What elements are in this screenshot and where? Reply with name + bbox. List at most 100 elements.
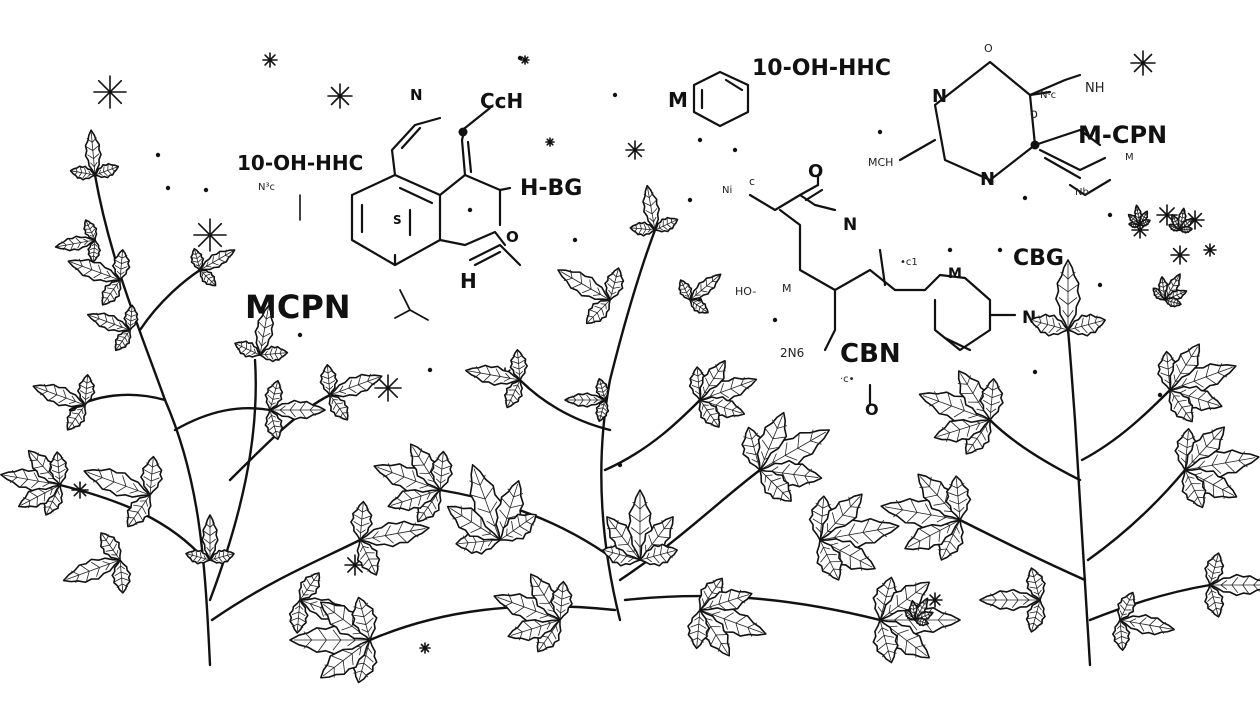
leaflet	[66, 404, 87, 431]
leaflet	[264, 409, 284, 441]
atom-label-n: N	[410, 86, 423, 104]
cannabis-leaf-icon	[493, 573, 573, 653]
atom-label-n: N	[932, 86, 947, 107]
leaflet	[1025, 567, 1046, 601]
atom-label-small: N³c	[258, 182, 275, 193]
leaflet	[67, 258, 121, 283]
leaflet	[979, 378, 1004, 421]
sparkle-star-icon	[419, 642, 431, 654]
leaflet	[604, 267, 625, 301]
atom-dot	[458, 127, 468, 137]
ink-dot	[1097, 282, 1103, 288]
molecule-left	[299, 106, 522, 321]
leaflet	[356, 539, 381, 576]
cannabis-leaf-icon	[629, 184, 679, 237]
cannabis-leaf-icon	[1204, 552, 1260, 618]
leaflet	[509, 349, 529, 381]
atom-dot	[1030, 140, 1040, 150]
ink-dot	[1107, 212, 1113, 218]
sparkle-star-icon	[1170, 245, 1190, 265]
leaflet	[1067, 313, 1106, 337]
sparkle-star-icon	[927, 592, 943, 608]
leaflet	[430, 450, 453, 491]
leaflet	[234, 340, 261, 358]
cannabis-leaf-icon	[872, 576, 961, 664]
leaflet	[123, 304, 139, 331]
ink-dot	[165, 185, 171, 191]
leaflet	[642, 184, 661, 231]
cannabis-leaf-icon	[880, 473, 972, 561]
atom-label-o: O	[506, 228, 519, 246]
leaflet	[76, 374, 96, 406]
atom-label-m: M	[948, 266, 962, 282]
leaflet	[86, 312, 131, 333]
label-h-bg: H-BG	[520, 176, 582, 201]
molecule-top-ring	[692, 70, 750, 128]
atom-label-mch: MCH	[868, 156, 893, 169]
leaflet	[190, 247, 205, 271]
leaflet	[1179, 225, 1193, 234]
leaflet	[499, 512, 537, 542]
label-cch: CcH	[480, 89, 523, 113]
cannabis-leaf-icon	[602, 489, 678, 567]
leaflet	[350, 500, 373, 541]
leaflet	[199, 269, 217, 287]
atom-label-m: M	[782, 282, 792, 295]
leaflet	[1168, 389, 1194, 423]
leaflet	[557, 269, 611, 301]
atom-label-m: M	[668, 88, 688, 112]
sparkle-star-icon	[327, 83, 353, 109]
label-10-oh-hhc-top: 10-OH-HHC	[752, 56, 891, 81]
leaflet	[209, 549, 235, 565]
cannabis-leaf-icon	[1030, 259, 1106, 337]
ink-dot	[467, 207, 473, 213]
label-cbg: CBG	[1013, 246, 1064, 271]
leaflet	[879, 581, 930, 621]
cannabis-leaf-icon	[465, 349, 529, 409]
leaflet	[288, 599, 309, 634]
ink-dot	[1032, 369, 1038, 375]
atom-label-small: Nb	[1075, 187, 1089, 198]
cannabis-leaf-icon	[688, 359, 758, 428]
leaflet	[914, 617, 930, 627]
leaflet	[689, 298, 709, 314]
cannabis-leaf-icon	[1157, 343, 1237, 423]
cannabis-leaf-icon	[979, 567, 1046, 633]
ink-dots	[155, 55, 1193, 468]
sparkle-star-icon	[193, 218, 227, 252]
label-10-oh-hhc-left: 10-OH-HHC	[237, 151, 363, 175]
ink-dot	[947, 247, 953, 253]
ink-dot	[517, 55, 523, 61]
ink-dot	[1022, 195, 1028, 201]
sparkle-star-icon	[374, 374, 402, 402]
leaflet	[904, 518, 961, 551]
molecule-structures	[299, 60, 1112, 407]
cannabis-leaf-icon-group	[880, 259, 1260, 651]
atom-label-small: M	[1125, 152, 1134, 163]
leaflet	[185, 549, 211, 565]
leaflet	[126, 494, 152, 528]
leaflet	[32, 383, 86, 408]
leaflet	[199, 249, 236, 271]
leaflet	[1055, 259, 1081, 331]
leaflet	[1111, 619, 1131, 651]
cannabis-leaf-icon	[62, 532, 132, 594]
sparkle-star-icon	[1203, 243, 1217, 257]
leaflet	[328, 394, 349, 421]
sparkle-star-icon	[1130, 50, 1156, 76]
leaflet	[111, 559, 132, 594]
cannabis-leaf-icon	[808, 493, 900, 581]
atom-label-h: H	[460, 269, 477, 293]
leaflet	[114, 329, 132, 352]
ink-dot	[297, 332, 303, 338]
leaflet	[595, 377, 610, 401]
atom-label-n: N	[980, 169, 995, 190]
sparkle-star-icon	[545, 137, 555, 147]
cannabis-leaf-icon	[1174, 426, 1260, 509]
leaflet	[62, 557, 121, 584]
leaflet	[1181, 469, 1207, 509]
cannabis-leaf-icon	[373, 443, 453, 523]
ink-dot	[877, 129, 883, 135]
